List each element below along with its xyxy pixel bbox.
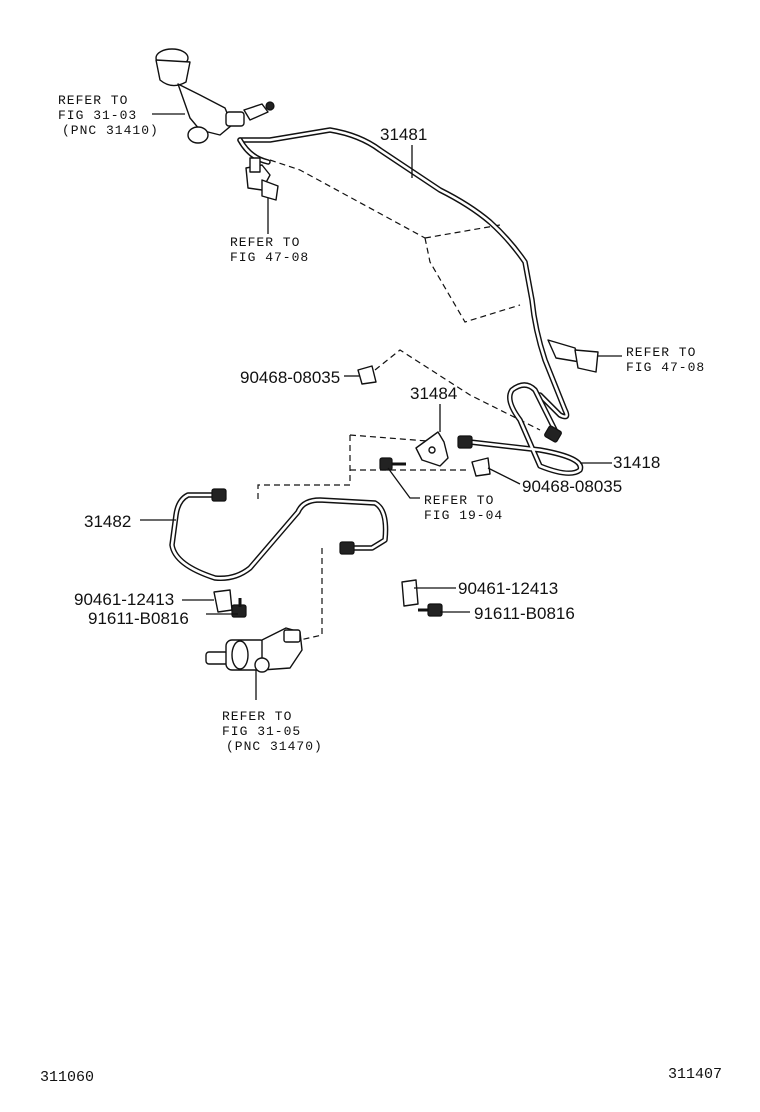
- svg-text:FIG 31-03: FIG 31-03: [58, 108, 137, 123]
- label-31482: 31482: [84, 512, 131, 531]
- svg-text:(PNC 31470): (PNC 31470): [226, 739, 323, 754]
- leader-lines: [140, 113, 622, 700]
- ref-clamp-right: REFER TO FIG 47-08: [626, 345, 705, 375]
- svg-text:FIG 47-08: FIG 47-08: [230, 250, 309, 265]
- footer-left-code: 311060: [40, 1069, 94, 1086]
- svg-text:REFER TO: REFER TO: [626, 345, 696, 360]
- clip-lower[interactable]: [471, 457, 491, 477]
- label-bolt-right: 91611-B0816: [474, 604, 575, 623]
- clamp-left[interactable]: [213, 589, 233, 613]
- ref-clamp-top: REFER TO FIG 47-08: [230, 235, 309, 265]
- footer-right-code: 311407: [668, 1066, 722, 1083]
- ref-bracket: REFER TO FIG 19-04: [424, 493, 503, 523]
- svg-text:REFER TO: REFER TO: [424, 493, 494, 508]
- label-bolt-left: 91611-B0816: [88, 609, 189, 628]
- svg-text:REFER TO: REFER TO: [230, 235, 300, 250]
- label-31418: 31418: [613, 453, 660, 472]
- label-clip-lower: 90468-08035: [522, 477, 622, 496]
- label-31481: 31481: [380, 125, 427, 144]
- clamp-right[interactable]: [547, 339, 599, 373]
- svg-text:(PNC 31410): (PNC 31410): [62, 123, 159, 138]
- bolt-right[interactable]: [418, 603, 443, 617]
- clamp-right-lower[interactable]: [401, 579, 419, 607]
- hose-31418[interactable]: [457, 382, 584, 476]
- ref-master-cylinder: REFER TO FIG 31-03 (PNC 31410): [58, 93, 159, 138]
- bracket-31484[interactable]: [415, 431, 449, 467]
- release-cylinder[interactable]: [205, 627, 303, 673]
- pipe-31482[interactable]: [169, 488, 389, 582]
- bracket-bolt[interactable]: [379, 457, 406, 471]
- svg-text:REFER TO: REFER TO: [58, 93, 128, 108]
- label-clip-upper: 90468-08035: [240, 368, 340, 387]
- svg-text:FIG 31-05: FIG 31-05: [222, 724, 301, 739]
- master-cylinder[interactable]: [155, 48, 275, 144]
- svg-text:REFER TO: REFER TO: [222, 709, 292, 724]
- ref-release-cylinder: REFER TO FIG 31-05 (PNC 31470): [222, 709, 323, 754]
- svg-text:FIG 19-04: FIG 19-04: [424, 508, 503, 523]
- clip-upper[interactable]: [357, 365, 377, 385]
- clamp-top[interactable]: [245, 157, 279, 201]
- label-31484: 31484: [410, 384, 457, 403]
- dashed-guides: [257, 159, 541, 641]
- label-clamp-left: 90461-12413: [74, 590, 174, 609]
- svg-text:FIG 47-08: FIG 47-08: [626, 360, 705, 375]
- label-clamp-right: 90461-12413: [458, 579, 558, 598]
- pipe-31481[interactable]: [237, 127, 570, 420]
